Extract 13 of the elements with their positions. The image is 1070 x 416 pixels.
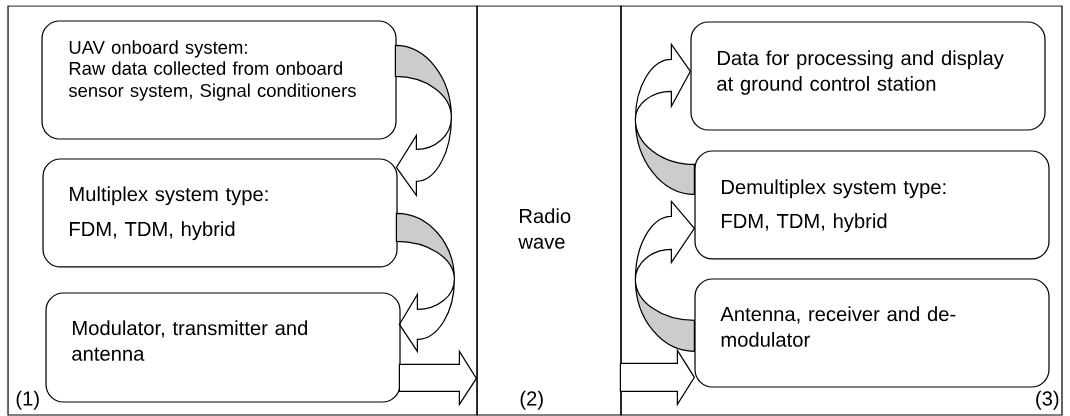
process-box: Demultiplex system type: FDM, TDM, hybrid (694, 150, 1050, 260)
process-box: Multiplex system type: FDM, TDM, hybrid (42, 158, 398, 268)
block-arrow (619, 348, 696, 407)
process-box: Modulator, transmitter and antenna (45, 292, 401, 403)
panel-box: Radio wave (2) (476, 5, 622, 416)
process-box: Data for processing and display at ground control station (690, 21, 1046, 131)
process-box: UAV onboard system: Raw data collected from onboard sensor system, Signal conditioners (41, 20, 397, 140)
curved-arrow (394, 44, 452, 196)
block-arrow (398, 349, 478, 407)
curved-arrow (395, 212, 455, 352)
process-box: Antenna, receiver and de-modulator (694, 278, 1050, 388)
curved-arrow (634, 200, 695, 352)
curved-arrow (634, 43, 695, 195)
